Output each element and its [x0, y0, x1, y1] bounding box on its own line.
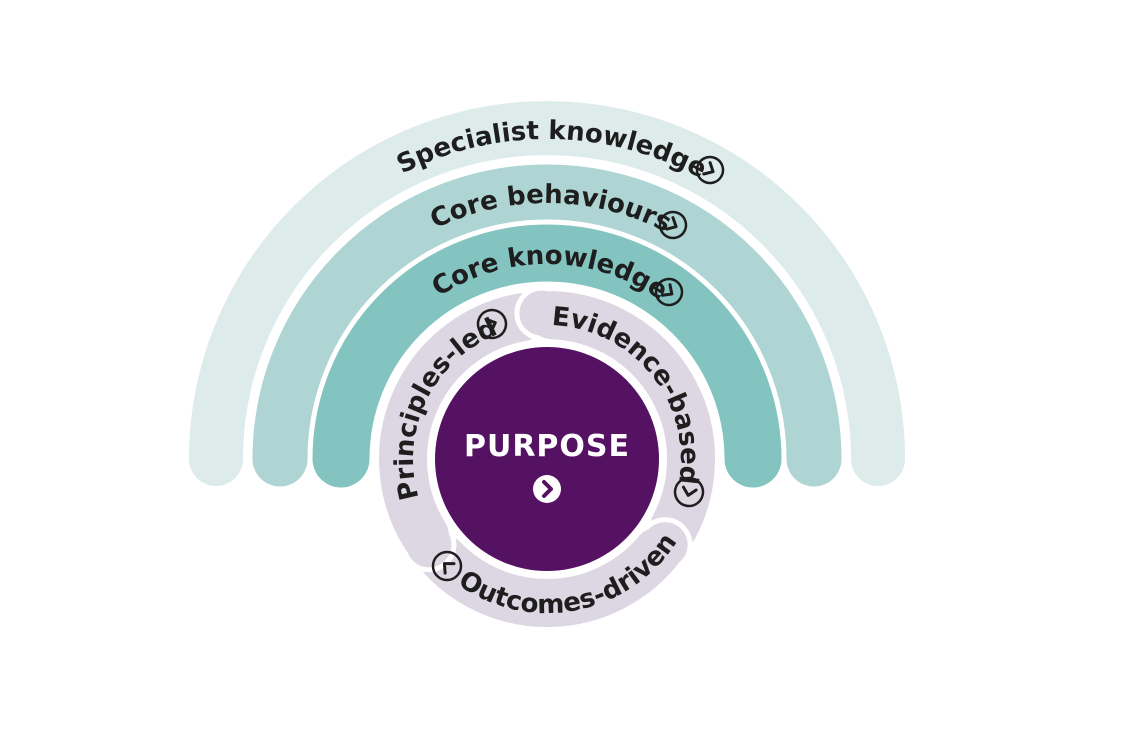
purpose-circle [435, 347, 659, 571]
arc-band-core-knowledge [312, 224, 782, 488]
chevron-circle-icon[interactable] [692, 152, 727, 187]
chevron-circle-icon[interactable] [651, 274, 687, 310]
chevron-glyph [665, 216, 678, 231]
icon-circle [673, 476, 705, 508]
chevron-circle-icon[interactable] [655, 207, 690, 242]
ring-segment-evidence-based-start [528, 291, 632, 353]
arc-band-shape [189, 101, 905, 486]
icon-circle [476, 308, 508, 340]
chevron-circle-icon[interactable] [672, 475, 706, 509]
ring-segment-outcomes-driven [419, 527, 682, 627]
chevron-glyph [702, 161, 715, 176]
ring-segment-principles-led [379, 293, 546, 560]
arc-band-core-behaviours [252, 164, 842, 487]
chevron-right-icon[interactable] [533, 475, 561, 503]
icon-circle [695, 155, 725, 185]
chevron-glyph [442, 562, 456, 575]
icon-circle [658, 210, 688, 240]
chevron-glyph [660, 283, 674, 297]
chevron-glyph [484, 317, 497, 333]
purpose-label: PURPOSE [464, 429, 630, 464]
arc-band-specialist-knowledge [189, 101, 905, 486]
icon-circle [431, 550, 463, 582]
icon-circle [654, 277, 684, 307]
icon-circle [533, 475, 561, 503]
arc-band-shape [312, 224, 782, 488]
chevron-circle-icon[interactable] [474, 306, 510, 342]
ring-segments [379, 285, 716, 627]
arc-band-shape [252, 164, 842, 487]
chevron-glyph [542, 480, 553, 498]
chevron-glyph [681, 485, 698, 497]
chevron-circle-icon[interactable] [427, 546, 467, 586]
